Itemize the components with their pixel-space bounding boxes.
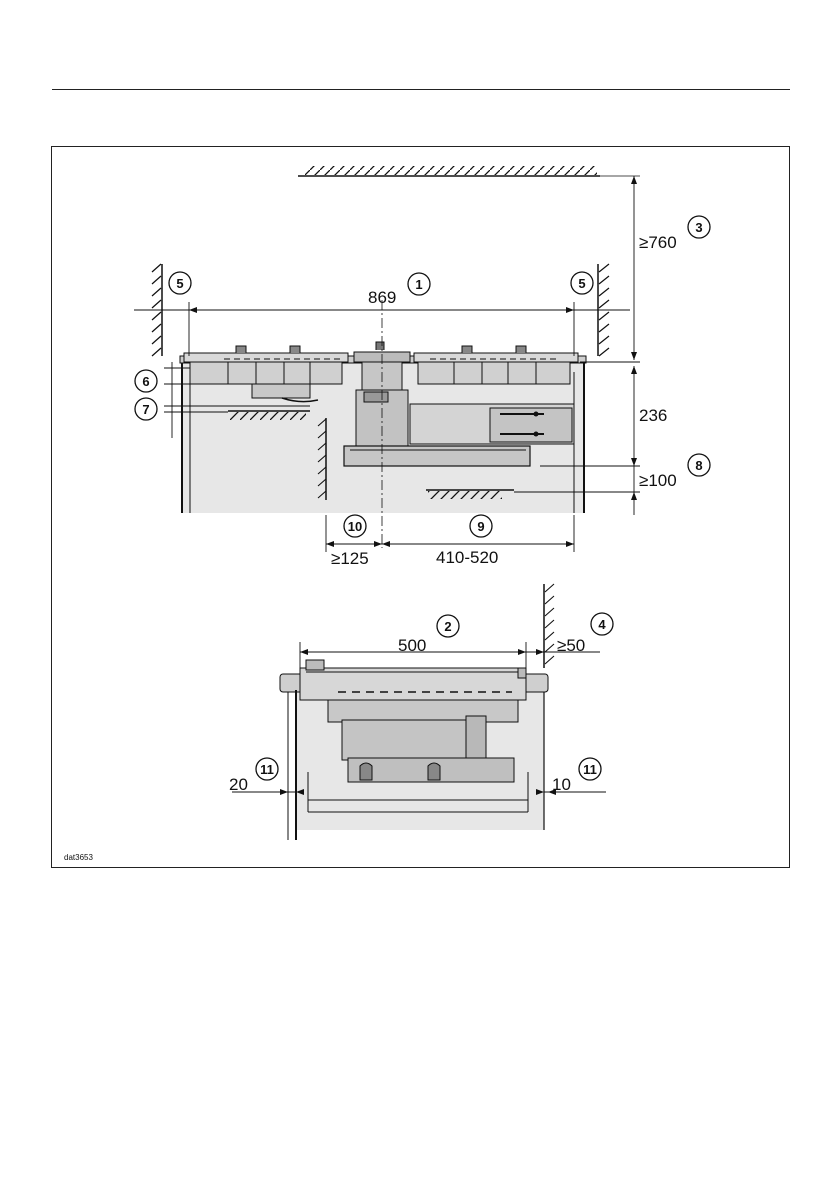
dim-left-clearance: ≥125 bbox=[331, 549, 369, 568]
callout-1: 1 bbox=[408, 273, 430, 295]
svg-text:2: 2 bbox=[444, 619, 451, 634]
callout-6: 6 bbox=[135, 370, 157, 392]
figure-code: dat3653 bbox=[64, 853, 93, 862]
svg-text:10: 10 bbox=[348, 519, 362, 534]
svg-text:11: 11 bbox=[260, 762, 274, 777]
svg-text:9: 9 bbox=[477, 519, 484, 534]
dim-under-clearance: ≥100 bbox=[639, 471, 677, 490]
ceiling-hatch bbox=[305, 166, 597, 175]
dim-hood-clearance: ≥760 bbox=[639, 233, 677, 252]
top-view bbox=[134, 166, 640, 552]
dim-depth: 236 bbox=[639, 406, 667, 425]
callout-8: 8 bbox=[688, 454, 710, 476]
svg-text:4: 4 bbox=[598, 617, 606, 632]
callout-9: 9 bbox=[470, 515, 492, 537]
callout-4: 4 bbox=[591, 613, 613, 635]
dim-side-width: 500 bbox=[398, 636, 426, 655]
svg-text:5: 5 bbox=[578, 276, 585, 291]
svg-text:6: 6 bbox=[142, 374, 149, 389]
dim-right-range: 410-520 bbox=[436, 548, 498, 567]
svg-text:1: 1 bbox=[415, 277, 422, 292]
dim-right-gap: 10 bbox=[552, 775, 571, 794]
callout-10: 10 bbox=[344, 515, 366, 537]
callout-5-right: 5 bbox=[571, 272, 593, 294]
callout-11-right: 11 bbox=[579, 758, 601, 780]
callout-7: 7 bbox=[135, 398, 157, 420]
right-hob bbox=[414, 346, 578, 384]
dim-width-869: 869 bbox=[368, 288, 396, 307]
svg-text:11: 11 bbox=[583, 762, 597, 777]
dim-wall-clearance: ≥50 bbox=[557, 636, 585, 655]
callout-5-left: 5 bbox=[169, 272, 191, 294]
dim-left-gap: 20 bbox=[229, 775, 248, 794]
svg-text:3: 3 bbox=[695, 220, 702, 235]
callout-3: 3 bbox=[688, 216, 710, 238]
side-view bbox=[232, 584, 606, 840]
svg-text:8: 8 bbox=[695, 458, 702, 473]
callout-11-left: 11 bbox=[256, 758, 278, 780]
svg-text:5: 5 bbox=[176, 276, 183, 291]
svg-text:7: 7 bbox=[142, 402, 149, 417]
callout-2: 2 bbox=[437, 615, 459, 637]
